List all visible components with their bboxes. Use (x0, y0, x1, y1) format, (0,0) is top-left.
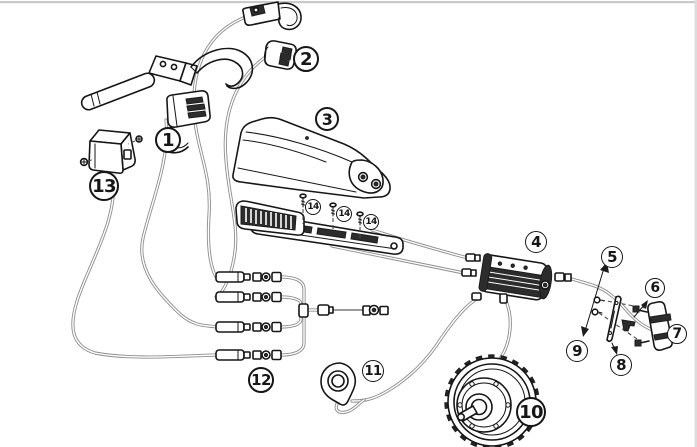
harness-row-3 (215, 321, 282, 333)
remote-pad-drawing (264, 40, 297, 70)
screw-14-1 (299, 193, 307, 224)
controller-drawing (461, 253, 572, 304)
callout-11: 11 (362, 360, 384, 382)
taillight-plate (606, 295, 622, 343)
screw-14-2 (329, 202, 337, 231)
callout-10: 10 (516, 397, 546, 427)
screw-14-3 (356, 211, 364, 240)
harness-inline-connector (317, 304, 389, 316)
wiring-harness (215, 271, 389, 361)
brake-sensor-drawing (79, 129, 143, 174)
callout-14a: 14 (305, 199, 321, 215)
arrow-9 (581, 326, 589, 337)
callout-8: 8 (610, 354, 632, 376)
callout-13: 13 (89, 171, 119, 201)
taillight-screws (591, 296, 605, 316)
cable-bundle (71, 14, 654, 415)
harness-row-2 (215, 291, 282, 303)
callout-3: 3 (315, 107, 339, 131)
taillight-assembly (581, 262, 674, 355)
taillight-drawing (632, 301, 674, 351)
handlebar-drawing (80, 47, 254, 111)
callout-5: 5 (601, 246, 623, 268)
callout-1: 1 (155, 127, 181, 153)
callout-2: 2 (293, 46, 319, 72)
harness-row-4 (215, 349, 282, 361)
callout-4: 4 (525, 231, 547, 253)
arrow-8 (611, 346, 618, 355)
top-border (0, 1, 697, 4)
taillight-bracket (621, 319, 636, 332)
battery-drawing (232, 116, 391, 199)
battery-rail-drawing (235, 200, 305, 236)
callout-14c: 14 (363, 214, 379, 230)
harness-row-1 (215, 271, 282, 283)
arrow-6 (641, 300, 648, 309)
controller-connectors (461, 253, 572, 304)
callout-14b: 14 (336, 206, 352, 222)
throttle-drawing (159, 90, 211, 154)
callout-9: 9 (566, 340, 588, 362)
headlight-drawing (242, 1, 302, 31)
screw-right (127, 135, 143, 145)
callout-7: 7 (667, 324, 687, 344)
callout-12: 12 (248, 367, 274, 393)
right-border (694, 0, 697, 447)
harness-junction (298, 303, 309, 318)
screw-left (79, 157, 96, 167)
callout-6: 6 (645, 278, 665, 298)
speed-sensor-drawing (320, 362, 356, 406)
